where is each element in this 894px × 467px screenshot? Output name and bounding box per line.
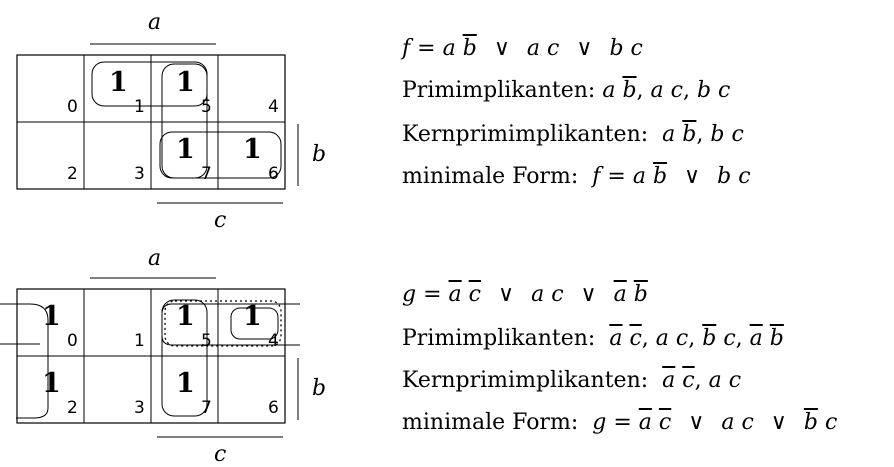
kmap-f-grid bbox=[16, 43, 299, 204]
cell-index: 2 bbox=[67, 398, 78, 418]
cell-index: 0 bbox=[67, 97, 78, 117]
cell-value: 1 bbox=[42, 301, 61, 332]
var-c-label: c bbox=[214, 208, 227, 233]
loop-ac bbox=[161, 299, 208, 417]
cell-index: 3 bbox=[134, 164, 145, 184]
cell-index: 2 bbox=[67, 164, 78, 184]
cell-index: 1 bbox=[134, 331, 145, 351]
cell-index: 0 bbox=[67, 331, 78, 351]
cell-index: 4 bbox=[268, 331, 279, 351]
f-prime-implicants: Primimplikanten: a b, a c, b c bbox=[402, 78, 731, 103]
kmap-g-grid bbox=[0, 277, 300, 438]
cell-index: 7 bbox=[201, 164, 212, 184]
cell-value: 1 bbox=[243, 301, 262, 332]
var-c-label: c bbox=[214, 442, 227, 467]
cell-index: 5 bbox=[201, 97, 212, 117]
cell-index: 1 bbox=[134, 97, 145, 117]
cell-value: 1 bbox=[109, 67, 128, 98]
g-essential-prime-implicants: Kernprimimplikanten: a c, a c bbox=[402, 368, 742, 393]
loop-bc bbox=[159, 131, 282, 179]
f-equation: f = a b ∨ a c ∨ b c bbox=[402, 36, 643, 61]
f-minimal-form: minimale Form: f = a b ∨ b c bbox=[402, 164, 751, 189]
cell-value: 1 bbox=[243, 134, 262, 165]
cell-value: 1 bbox=[176, 134, 195, 165]
cell-value: 1 bbox=[176, 368, 195, 399]
cell-index: 3 bbox=[134, 398, 145, 418]
cell-value: 1 bbox=[42, 368, 61, 399]
var-b-label: b bbox=[312, 142, 327, 167]
g-prime-implicants: Primimplikanten: a c, a c, b c, a b bbox=[402, 326, 784, 351]
cell-index: 6 bbox=[268, 164, 279, 184]
cell-index: 7 bbox=[201, 398, 212, 418]
cell-index: 4 bbox=[268, 97, 279, 117]
cell-index: 6 bbox=[268, 398, 279, 418]
g-equation: g = a c ∨ a c ∨ a b bbox=[402, 282, 648, 307]
loop-nota-notc-left bbox=[0, 303, 49, 419]
loop-notb-c bbox=[230, 307, 279, 340]
f-essential-prime-implicants: Kernprimimplikanten: a b, b c bbox=[402, 122, 744, 147]
loop-nota-notb bbox=[164, 300, 282, 347]
var-b-label: b bbox=[312, 376, 327, 401]
loop-ac bbox=[161, 63, 208, 179]
g-minimal-form: minimale Form: g = a c ∨ a c ∨ b c bbox=[402, 410, 838, 435]
cell-value: 1 bbox=[176, 301, 195, 332]
cell-value: 1 bbox=[176, 67, 195, 98]
var-a-label: a bbox=[148, 10, 162, 35]
var-a-label: a bbox=[148, 246, 162, 271]
cell-index: 5 bbox=[201, 331, 212, 351]
